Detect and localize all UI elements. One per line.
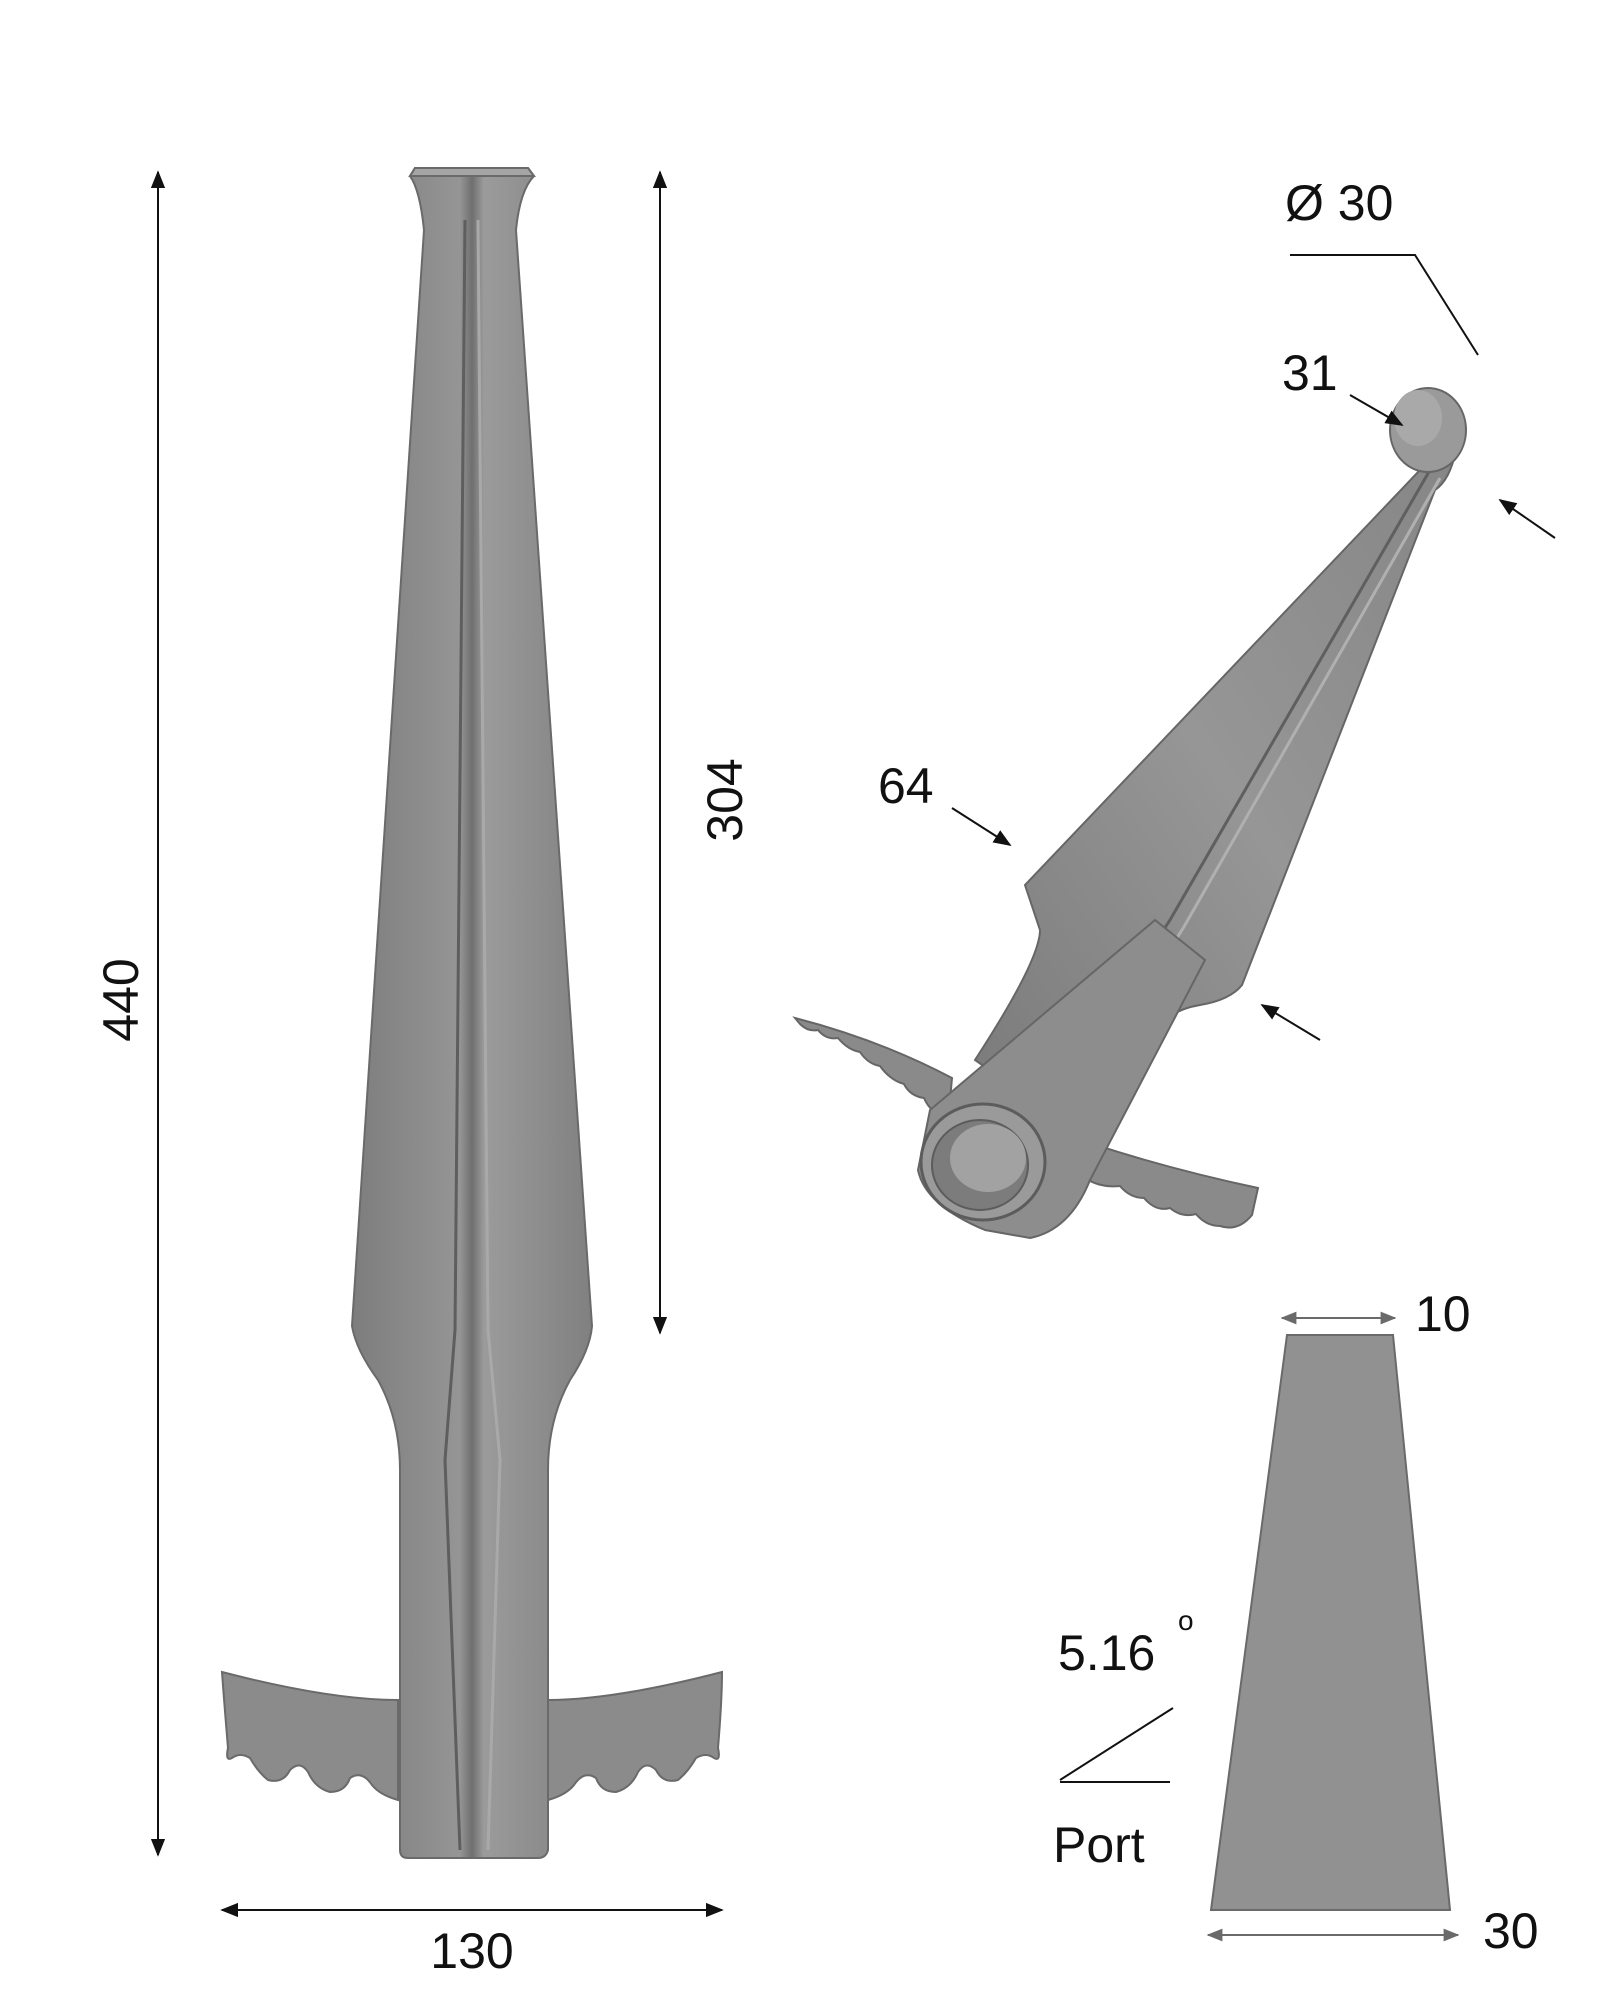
taper-label: Port bbox=[1053, 1817, 1145, 1873]
dim-label-440: 440 bbox=[93, 958, 149, 1041]
front-fuller-2 bbox=[476, 219, 502, 1851]
angle-hypotenuse bbox=[1059, 1707, 1174, 1781]
dim-label-304: 304 bbox=[697, 758, 753, 841]
front-head bbox=[408, 167, 536, 177]
cross-section-view: 10 30 5.16 o Port bbox=[1053, 1286, 1539, 1959]
section-trapezoid bbox=[1209, 1334, 1452, 1911]
leader-31-a bbox=[1349, 394, 1404, 426]
dim-label-30: 30 bbox=[1483, 1903, 1539, 1959]
leader-31-b bbox=[1498, 498, 1556, 539]
dim-label-degree: o bbox=[1178, 1605, 1194, 1636]
leader-64-a bbox=[951, 807, 1012, 846]
isometric-view: Ø 30 31 64 bbox=[792, 175, 1556, 1240]
dim-label-angle: 5.16 bbox=[1058, 1625, 1155, 1681]
front-fuller bbox=[443, 219, 467, 1851]
front-guard-right bbox=[547, 1670, 724, 1802]
leader-64-b bbox=[1260, 1004, 1321, 1041]
iso-guard-left bbox=[792, 1016, 954, 1124]
iso-guard-right bbox=[1056, 1130, 1260, 1229]
front-guard bbox=[220, 1670, 399, 1802]
leader-diameter bbox=[1290, 254, 1479, 356]
dim-label-31: 31 bbox=[1282, 345, 1338, 401]
dim-label-64: 64 bbox=[878, 758, 934, 814]
dim-label-10: 10 bbox=[1415, 1286, 1471, 1342]
dim-label-130: 130 bbox=[430, 1923, 513, 1979]
dim-label-diameter: Ø 30 bbox=[1285, 175, 1393, 231]
front-view: 440 304 130 bbox=[93, 167, 753, 1979]
iso-head-cap bbox=[1394, 390, 1442, 446]
iso-socket-depth bbox=[950, 1124, 1026, 1192]
front-blade bbox=[350, 167, 594, 1859]
